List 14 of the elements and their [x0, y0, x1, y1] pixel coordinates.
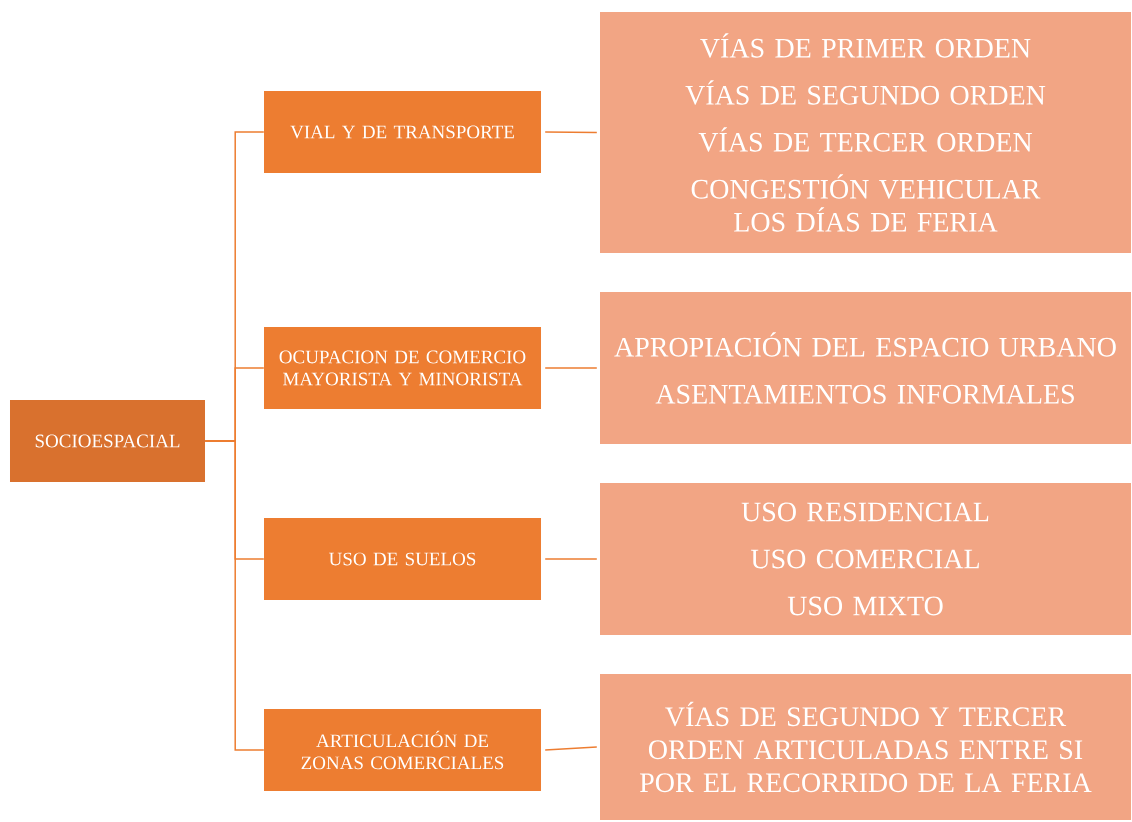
detail-box: VÍAS DE PRIMER ORDEN VÍAS DE SEGUNDO ORDEN VÍAS DE TERCER ORDEN CONGESTIÓN VEHICULAR LOS DÍAS DE FERIA [600, 12, 1131, 253]
detail-box: VÍAS DE SEGUNDO Y TERCER ORDEN ARTICULADAS ENTRE SI POR EL RECORRIDO DE LA FERIA [600, 674, 1131, 820]
category-box: OCUPACION DE COMERCIO MAYORISTA Y MINORISTA [264, 327, 541, 409]
category-box: ARTICULACIÓN DE ZONAS COMERCIALES [264, 709, 541, 791]
category-box: VIAL Y DE TRANSPORTE [264, 91, 541, 173]
detail-box: APROPIACIÓN DEL ESPACIO URBANO ASENTAMIENTOS INFORMALES [600, 292, 1131, 444]
connector-line [544, 746, 598, 751]
connector-line [544, 558, 598, 560]
category-box: SOCIOESPACIAL [10, 400, 205, 482]
connector-line [204, 440, 265, 751]
connector-line [544, 367, 598, 369]
detail-box: USO RESIDENCIAL USO COMERCIAL USO MIXTO [600, 483, 1131, 635]
category-box: USO DE SUELOS [264, 518, 541, 600]
connector-line [544, 131, 598, 134]
